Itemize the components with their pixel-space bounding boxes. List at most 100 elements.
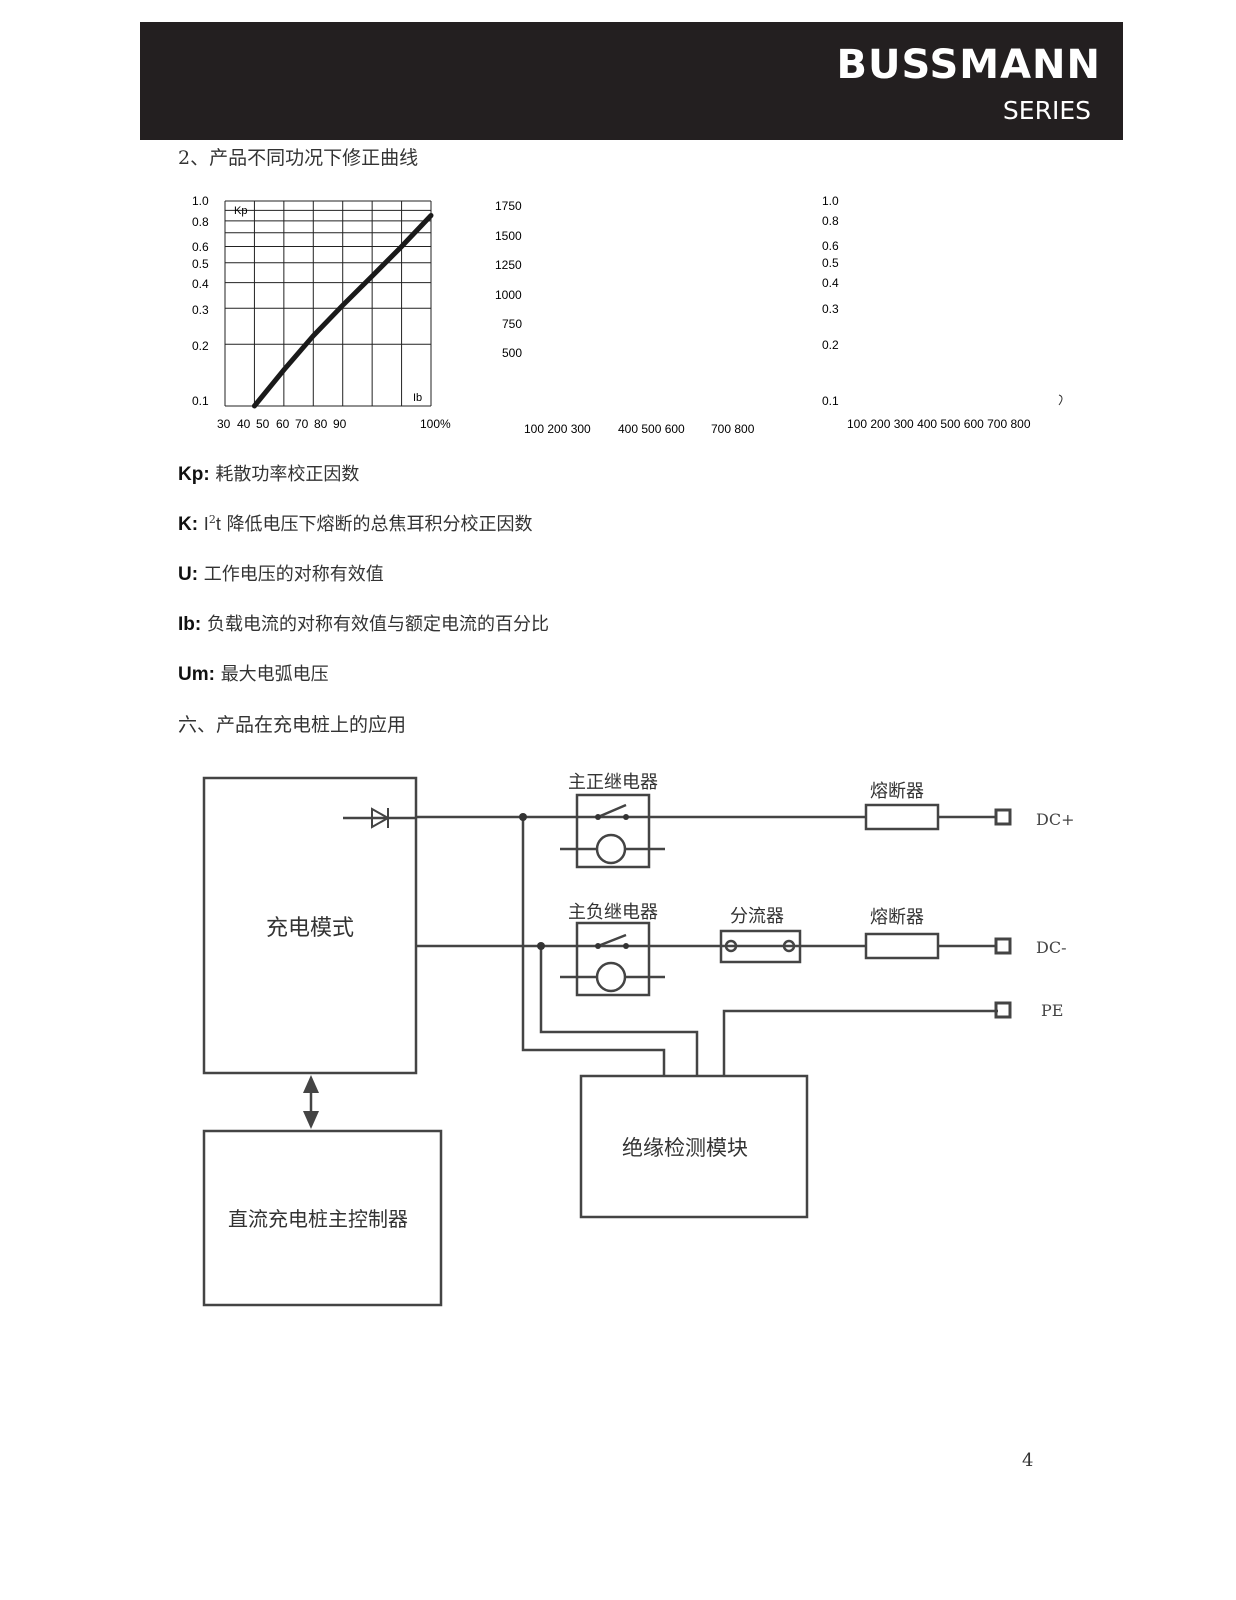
y-tick-label: 500: [502, 346, 522, 360]
kp-curve: [251, 213, 434, 409]
y-tick-label: 0.8: [192, 215, 209, 229]
controller-box: [202, 1129, 443, 1307]
y-tick-label: 0.6: [822, 239, 839, 253]
dc-minus-label: DC-: [1036, 938, 1066, 957]
definition-term: Ib:: [178, 614, 202, 635]
y-tick-label: 1000: [495, 288, 522, 302]
y-tick-label: 0.1: [192, 394, 209, 408]
x-tick-label: 100%: [420, 417, 451, 431]
y-tick-label: 1500: [495, 229, 522, 243]
y-tick-label: 1750: [495, 199, 522, 213]
x-tick-label: 700 800: [711, 422, 755, 436]
dc-plus-label: DC+: [1036, 810, 1074, 829]
insulation-module-label: 绝缘检测模块: [622, 1136, 748, 1160]
pe-label: PE: [1041, 1001, 1063, 1020]
ib-axis-label: Ib: [413, 392, 422, 404]
x-tick-label: 30: [217, 417, 231, 431]
dc-minus-terminal: [994, 937, 1012, 955]
pos-relay-contact: [597, 803, 627, 819]
kp-chart-x-ticks: 30 40 50 60 70 80 90 100%: [217, 417, 451, 431]
y-tick-label: 0.5: [822, 256, 839, 270]
definition-symbol-sup: 2: [208, 513, 216, 526]
main-neg-relay-label: 主负继电器: [568, 902, 658, 923]
current-chart: 1750 1500 1250 1000 750 500 100 200 300 …: [495, 199, 755, 436]
kp-chart-grid: [224, 200, 432, 407]
definition-term: Kp:: [178, 464, 210, 485]
definition-k: K: I2t 降低电压下熔断的总焦耳积分校正因数: [178, 510, 533, 536]
kp-chart-y-ticks: 1.0 0.8 0.6 0.5 0.4 0.3 0.2 0.1: [192, 194, 209, 408]
x-tick-label: 40: [237, 417, 251, 431]
diode-icon: [371, 807, 391, 829]
fuse-top-label: 熔断器: [870, 781, 924, 802]
definition-term: U:: [178, 564, 199, 585]
definition-kp: Kp: 耗散功率校正因数: [178, 460, 359, 486]
definition-text: 最大电弧电压: [220, 664, 329, 685]
x-tick-label: 60: [276, 417, 290, 431]
neg-relay-box: [575, 921, 651, 997]
definition-um: Um: 最大电弧电压: [178, 660, 329, 686]
y-tick-label: 0.3: [192, 303, 209, 317]
section-curves-title: 2、产品不同功况下修正曲线: [178, 147, 419, 169]
fuse-bottom-label: 熔断器: [870, 907, 924, 928]
kp-series-label: Kp: [234, 205, 247, 217]
arrow-down-icon: [303, 1111, 319, 1129]
junction-dot: [519, 813, 527, 821]
main-pos-relay-label: 主正继电器: [568, 772, 658, 793]
section-application-title: 六、产品在充电桩上的应用: [178, 714, 407, 736]
definition-symbol-i: I: [203, 514, 209, 534]
kp-chart: 1.0 0.8 0.6 0.5 0.4 0.3 0.2 0.1 30 40 50…: [192, 194, 451, 431]
shunt-label: 分流器: [730, 906, 784, 927]
y-tick-label: 0.8: [822, 214, 839, 228]
pe-terminal: [994, 1001, 1012, 1019]
definition-text: 降低电压下熔断的总焦耳积分校正因数: [226, 514, 533, 535]
brand-series: SERIES: [1002, 96, 1091, 125]
x-tick-label: 100 200 300: [524, 422, 591, 436]
y-tick-label: 1.0: [822, 194, 839, 208]
charge-module-box: [202, 776, 418, 1075]
pos-relay-coil: [595, 833, 627, 865]
x-tick-label: 50: [256, 417, 270, 431]
fuse-top-icon: [864, 803, 940, 831]
insulation-module-box: [579, 1074, 809, 1219]
definition-term: K:: [178, 514, 199, 535]
y-tick-label: 0.2: [822, 338, 839, 352]
y-tick-label: 1.0: [192, 194, 209, 208]
junction-dot: [537, 942, 545, 950]
x-tick-label: 80: [314, 417, 328, 431]
y-tick-label: 0.4: [822, 276, 839, 290]
y-tick-label: 0.6: [192, 240, 209, 254]
y-tick-label: 1250: [495, 258, 522, 272]
arrow-up-icon: [303, 1075, 319, 1093]
dc-plus-terminal: [994, 808, 1012, 826]
axis-fragment: [1058, 394, 1063, 406]
y-tick-label: 0.3: [822, 302, 839, 316]
definition-text: 工作电压的对称有效值: [203, 564, 384, 585]
definition-symbol-t: t: [215, 514, 221, 534]
fuse-bottom-icon: [864, 932, 940, 960]
y-tick-label: 0.4: [192, 277, 209, 291]
header-bar: BUSSMANN SERIES: [140, 22, 1123, 140]
controller-label: 直流充电桩主控制器: [228, 1207, 408, 1231]
page-number: 4: [1022, 1450, 1034, 1471]
definition-text: 耗散功率校正因数: [215, 464, 360, 485]
k-factor-chart: 1.0 0.8 0.6 0.5 0.4 0.3 0.2 0.1 100 200 …: [822, 194, 1063, 431]
definition-term: Um:: [178, 664, 215, 685]
definition-text: 负载电流的对称有效值与额定电流的百分比: [206, 614, 549, 635]
brand-logo: BUSSMANN: [836, 42, 1101, 88]
neg-relay-contact: [597, 933, 627, 948]
y-tick-label: 0.5: [192, 257, 209, 271]
y-tick-label: 0.2: [192, 339, 209, 353]
y-tick-label: 0.1: [822, 394, 839, 408]
pos-relay-box: [575, 793, 651, 869]
detect-wire-neg: [539, 946, 699, 1076]
y-tick-label: 750: [502, 317, 522, 331]
pe-wire: [722, 1009, 998, 1076]
detect-wire-pos: [521, 817, 666, 1076]
x-tick-label: 400 500 600: [618, 422, 685, 436]
neg-relay-coil: [595, 961, 627, 993]
x-tick-label: 100 200 300 400 500 600 700 800: [847, 417, 1031, 431]
definition-u: U: 工作电压的对称有效值: [178, 560, 384, 586]
x-tick-label: 70: [295, 417, 309, 431]
x-tick-label: 90: [333, 417, 347, 431]
